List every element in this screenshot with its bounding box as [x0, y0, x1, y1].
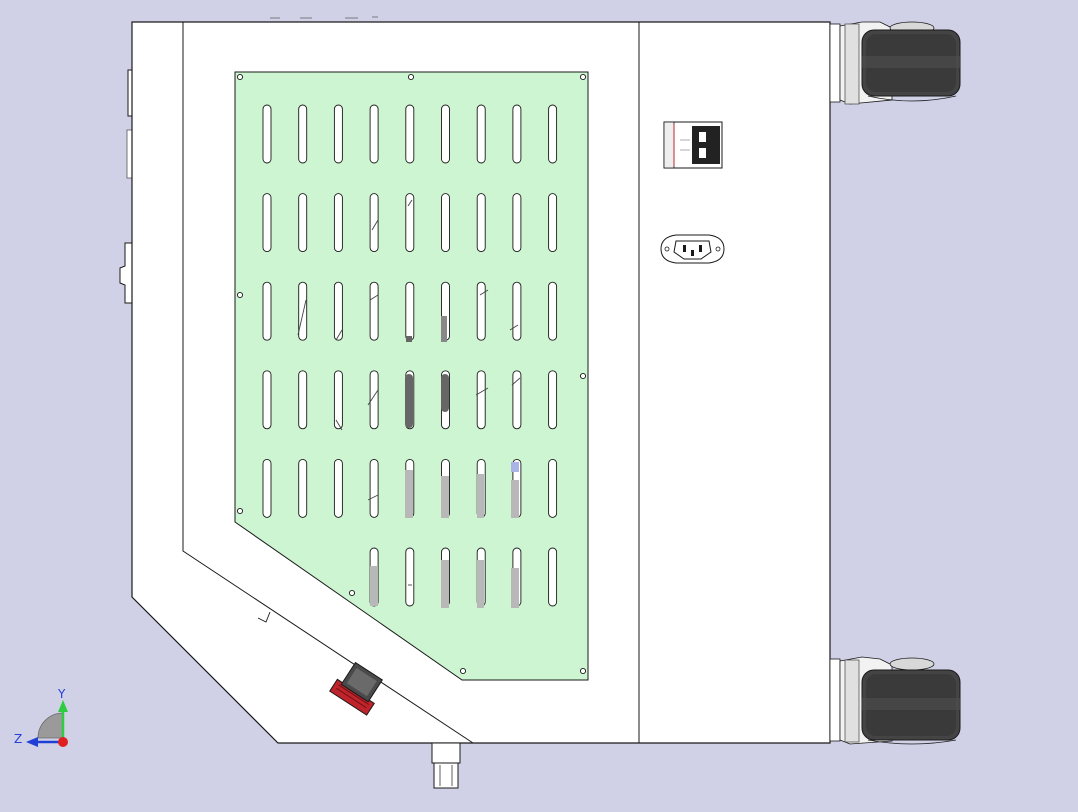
- vent-slot: [512, 370, 522, 430]
- vent-slot: [476, 104, 486, 164]
- vent-slot: [548, 193, 558, 253]
- vent-slot: [512, 104, 522, 164]
- vent-slot: [262, 193, 272, 253]
- vent-slot: [548, 104, 558, 164]
- vent-slot: [548, 458, 558, 518]
- vent-slot: [333, 458, 343, 518]
- screw-hole: [407, 73, 415, 81]
- vent-slot: [369, 104, 379, 164]
- vent-slot: [441, 104, 450, 164]
- screw-hole: [579, 372, 587, 380]
- vent-slot: [262, 281, 272, 341]
- vent-slot: [369, 370, 379, 430]
- bottom-connector[interactable]: [431, 742, 461, 789]
- vent-slot: [476, 281, 486, 341]
- vent-slot: [262, 458, 272, 518]
- circuit-breaker[interactable]: [663, 121, 723, 169]
- vent-slot: [262, 370, 272, 430]
- vent-slot: [548, 281, 558, 341]
- vent-slot: [548, 370, 558, 430]
- vent-slot: [405, 193, 415, 253]
- vent-slot: [298, 193, 308, 253]
- screw-hole: [236, 73, 244, 81]
- vent-slot: [298, 281, 308, 341]
- vent-slot: [298, 370, 308, 430]
- caster-wheel-top[interactable]: [829, 21, 961, 105]
- coordinate-triad: Y Z: [14, 687, 68, 747]
- triad-z-label: Z: [14, 732, 22, 746]
- screw-hole: [236, 291, 244, 299]
- internal-components: [370, 316, 519, 608]
- vent-slot: [405, 547, 415, 607]
- vent-slot: [369, 281, 379, 341]
- screw-hole: [236, 507, 244, 515]
- vent-slot: [298, 458, 308, 518]
- screw-hole: [348, 589, 356, 597]
- diagonal-latch: [257, 611, 271, 623]
- vent-slot: [298, 104, 308, 164]
- screw-hole: [459, 667, 467, 675]
- vent-slot: [548, 547, 558, 607]
- vent-slot: [369, 458, 379, 518]
- vent-slot: [441, 193, 450, 253]
- vent-slot: [333, 281, 343, 341]
- vent-slot: [476, 370, 486, 430]
- power-inlet[interactable]: [660, 234, 725, 264]
- screw-hole: [579, 73, 587, 81]
- internal-detail-lines: [297, 199, 521, 586]
- screw-hole: [579, 667, 587, 675]
- vent-slot: [476, 193, 486, 253]
- triad-y-label: Y: [57, 687, 66, 701]
- panel-screws: [236, 73, 587, 675]
- vent-slot: [333, 104, 343, 164]
- top-edge-ticks: [270, 16, 378, 19]
- vent-slot: [512, 193, 522, 253]
- vent-slot: [333, 193, 343, 253]
- vent-slot: [262, 104, 272, 164]
- vent-slot: [333, 370, 343, 430]
- vent-slot: [512, 281, 522, 341]
- cable-gland[interactable]: [329, 659, 388, 716]
- caster-wheel-bottom[interactable]: [829, 656, 961, 745]
- vent-slot: [405, 104, 415, 164]
- vent-slot: [369, 193, 379, 253]
- vent-slot: [405, 281, 415, 341]
